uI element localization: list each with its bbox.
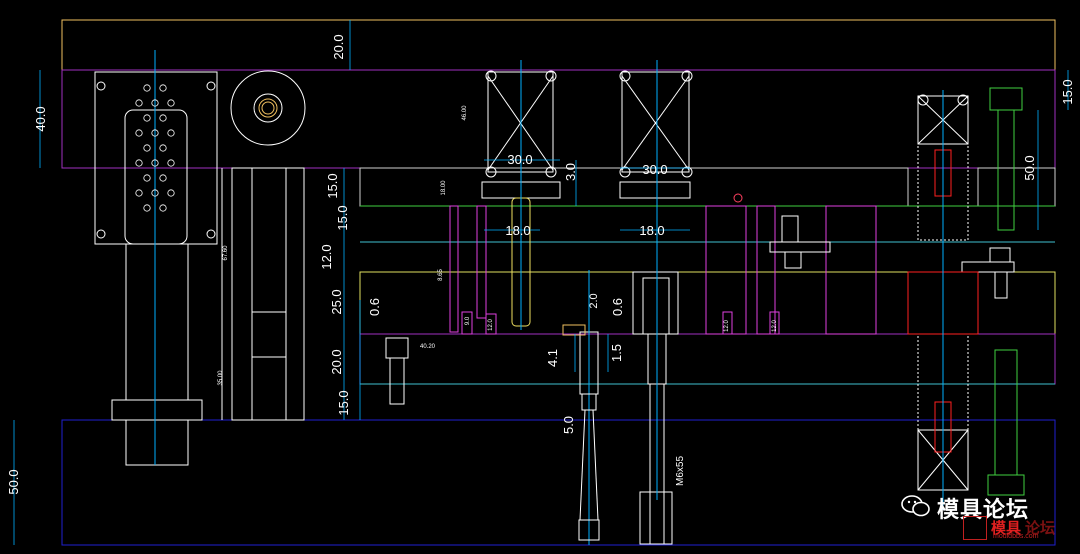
- dim-small-3: 8.65: [438, 269, 444, 281]
- pilot-hole: [143, 114, 151, 122]
- dim-stack-2: 15.0: [335, 205, 350, 230]
- punch-holder-right: [619, 60, 693, 545]
- dimension-labels: 20.0 40.0 15.0 50.0 15.0 15.0 12.0 25.0 …: [6, 34, 1075, 494]
- pilot-hole: [159, 144, 167, 152]
- guide-block-assembly: [94, 50, 218, 466]
- pilot-hole: [135, 159, 143, 167]
- forum-logo: 模具 论坛 mouldbbs.com: [963, 516, 1073, 542]
- logo-badge-icon: [963, 516, 987, 540]
- logo-url: mouldbbs.com: [993, 533, 1039, 540]
- dim-stack-4: 25.0: [329, 289, 344, 314]
- dim-top-plate: 20.0: [331, 34, 346, 59]
- wechat-icon: [901, 495, 930, 517]
- dim-stack-3: 12.0: [319, 244, 334, 269]
- pilot-hole: [159, 114, 167, 122]
- dim-stack-6: 15.0: [336, 390, 351, 415]
- pilot-hole: [151, 159, 159, 167]
- dim-lifter-4: 5.0: [561, 416, 576, 434]
- pilot-hole: [151, 99, 159, 107]
- dim-punch-height: 3.0: [563, 163, 578, 181]
- spring-column: [907, 90, 979, 510]
- dim-small-9: 12.0: [772, 320, 778, 332]
- lifter-pin-assembly: [562, 270, 600, 545]
- pilot-hole: [143, 144, 151, 152]
- dim-screw-label: M6x55: [675, 456, 686, 486]
- punch-holder-left: [481, 60, 561, 330]
- die-plates: [61, 19, 1056, 546]
- pilot-hole: [167, 189, 175, 197]
- dim-shank-width-1: 18.0: [505, 223, 530, 238]
- pilot-hole: [135, 99, 143, 107]
- dim-small-6: 40.20: [420, 344, 436, 350]
- pilot-hole: [159, 84, 167, 92]
- dim-punch-width-2: 30.0: [642, 162, 667, 177]
- round-bushing: [230, 70, 306, 146]
- punch-plate-right: [977, 167, 1056, 207]
- pilot-hole: [159, 174, 167, 182]
- dimension-lines: [13, 20, 1069, 545]
- dim-small-7: 9.0: [465, 316, 471, 325]
- dim-small-8: 12.0: [724, 320, 730, 332]
- small-bolts: [385, 215, 1015, 405]
- watermark: 模具论坛 模具 论坛 mouldbbs.com: [895, 488, 1075, 552]
- dim-small-4: 67.60: [223, 245, 229, 261]
- dim-small-1: 46.00: [462, 105, 468, 121]
- guide-post-block: [221, 167, 305, 421]
- dim-lifter-3: 2.0: [588, 293, 600, 308]
- logo-text-faded: 论坛: [1025, 519, 1056, 537]
- watermark-title: 模具论坛: [937, 498, 1030, 523]
- dim-upper-left: 40.0: [33, 106, 48, 131]
- pilot-holes: [135, 84, 175, 212]
- dim-small-10: 12.0: [488, 319, 494, 331]
- logo-text: 模具: [991, 519, 1022, 537]
- dim-right-bolt: 50.0: [1022, 155, 1037, 180]
- dim-bottom-left: 50.0: [6, 469, 21, 494]
- dim-stack-5: 20.0: [329, 349, 344, 374]
- dim-gap-right: 0.6: [610, 298, 625, 316]
- dim-gap-left: 0.6: [367, 298, 382, 316]
- pilot-hole: [151, 129, 159, 137]
- pilot-hole: [143, 84, 151, 92]
- dim-small-5: 35.00: [218, 370, 224, 386]
- pilot-hole: [167, 129, 175, 137]
- upper-backing-plate: [61, 69, 1056, 169]
- dim-stack-1: 15.0: [325, 173, 340, 198]
- pilot-hole: [135, 129, 143, 137]
- pilot-hole: [159, 204, 167, 212]
- dim-small-2: 18.00: [441, 180, 447, 196]
- pilot-hole: [143, 174, 151, 182]
- dim-upper-right: 15.0: [1060, 79, 1075, 104]
- dim-shank-width-2: 18.0: [639, 223, 664, 238]
- pilot-hole: [143, 204, 151, 212]
- magenta-punches: [449, 193, 877, 335]
- dim-punch-width-1: 30.0: [507, 152, 532, 167]
- pilot-hole: [167, 99, 175, 107]
- dim-lifter-1: 4.1: [545, 349, 560, 367]
- pilot-hole: [151, 189, 159, 197]
- pilot-hole: [135, 189, 143, 197]
- die-plate: [359, 333, 1056, 385]
- dim-lifter-2: 1.5: [609, 344, 624, 362]
- top-plate: [61, 19, 1056, 71]
- green-bolts: [987, 87, 1025, 496]
- pilot-hole: [167, 159, 175, 167]
